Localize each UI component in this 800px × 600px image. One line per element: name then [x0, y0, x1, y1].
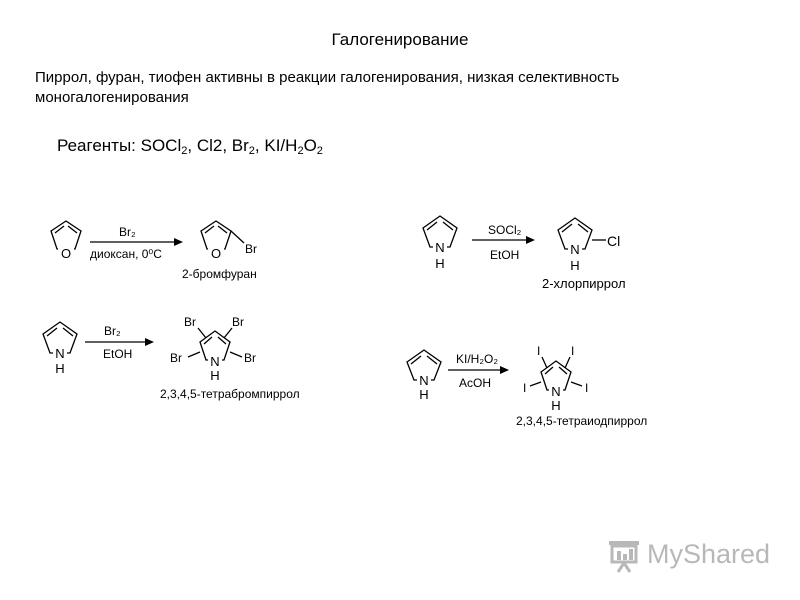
svg-text:Cl: Cl: [607, 233, 620, 249]
product-label: 2-бромфуран: [182, 267, 257, 281]
svg-text:Br: Br: [184, 315, 196, 329]
svg-text:Br: Br: [170, 351, 182, 365]
reaction-pyrrole-chlorination: N H SOCl₂ EtOH N H Cl 2-хлорпиррол: [422, 215, 626, 291]
reaction-arrow: [448, 366, 509, 374]
chloropyrrole-molecule: N H Cl: [557, 217, 620, 273]
svg-text:Br: Br: [244, 351, 256, 365]
reaction-arrow: [90, 238, 183, 246]
reagent-ki-h2o2: KI/H2O2: [264, 136, 323, 157]
reagent-br2: Br2: [231, 136, 255, 157]
svg-text:Br: Br: [245, 242, 257, 256]
svg-text:I: I: [585, 381, 588, 395]
description-text: Пиррол, фуран, тиофен активны в реакции …: [35, 69, 620, 106]
reagent-bottom: EtOH: [490, 248, 519, 262]
svg-text:H: H: [210, 368, 219, 383]
reaction-pyrrole-bromination: N H Br₂ EtOH N H Br Br Br Br 2,3,4,5-тет…: [42, 315, 300, 401]
reaction-arrow: [85, 338, 154, 346]
svg-text:N: N: [435, 240, 444, 255]
tetrabromopyrrole-molecule: N H Br Br Br Br: [170, 315, 256, 383]
pyrrole-molecule: N H: [422, 215, 458, 271]
svg-text:H: H: [570, 258, 579, 273]
svg-text:O: O: [211, 246, 221, 261]
svg-text:H: H: [551, 398, 560, 413]
reagent-top: Br₂: [104, 324, 121, 338]
tetraiodopyrrole-molecule: N H I I I I: [523, 344, 588, 413]
reagent-top: Br₂: [119, 225, 136, 239]
reaction-furan-bromination: O Br₂ диоксан, 0⁰C O Br 2-бромфуран: [50, 220, 257, 281]
product-label: 2-хлорпиррол: [542, 276, 626, 291]
svg-text:I: I: [571, 344, 574, 358]
svg-text:H: H: [435, 256, 444, 271]
reagent-top: KI/H₂O₂: [456, 352, 498, 366]
pyrrole-molecule: N H: [42, 321, 78, 376]
svg-text:Br: Br: [232, 315, 244, 329]
svg-text:I: I: [537, 344, 540, 358]
reaction-arrow: [472, 236, 535, 244]
svg-text:N: N: [210, 354, 219, 369]
reagents-line: Реагенты: SOCl2, Cl2, Br2, KI/H2O2: [57, 136, 323, 157]
product-label: 2,3,4,5-тетрабромпиррол: [160, 387, 300, 401]
reagents-prefix: Реагенты:: [57, 136, 141, 155]
product-label: 2,3,4,5-тетраиодпиррол: [516, 414, 647, 428]
watermark-logo: MyShared: [605, 536, 770, 576]
reagent-bottom: EtOH: [103, 347, 132, 361]
presentation-icon: [609, 541, 639, 573]
reagent-bottom: AcOH: [459, 376, 491, 390]
page-title: Галогенирование: [331, 30, 469, 49]
furan-molecule: O: [50, 220, 82, 261]
pyrrole-molecule: N H: [406, 349, 442, 402]
svg-text:H: H: [55, 361, 64, 376]
reagent-cl2: Cl2: [196, 136, 223, 155]
svg-text:N: N: [55, 346, 64, 361]
watermark-text: MyShared: [647, 539, 771, 569]
svg-text:O: O: [61, 246, 71, 261]
svg-text:N: N: [570, 242, 579, 257]
reagent-socl2: SOCl2: [140, 136, 188, 157]
reagent-bottom: диоксан, 0⁰C: [90, 247, 162, 261]
svg-text:N: N: [419, 373, 428, 388]
reaction-pyrrole-iodination: N H KI/H₂O₂ AcOH N H I I I I 2,3,4,5-тет…: [406, 344, 647, 428]
svg-text:N: N: [551, 384, 560, 399]
svg-text:I: I: [523, 381, 526, 395]
reagent-top: SOCl₂: [488, 223, 522, 237]
bromofuran-molecule: O Br: [200, 220, 257, 261]
svg-text:H: H: [419, 387, 428, 402]
